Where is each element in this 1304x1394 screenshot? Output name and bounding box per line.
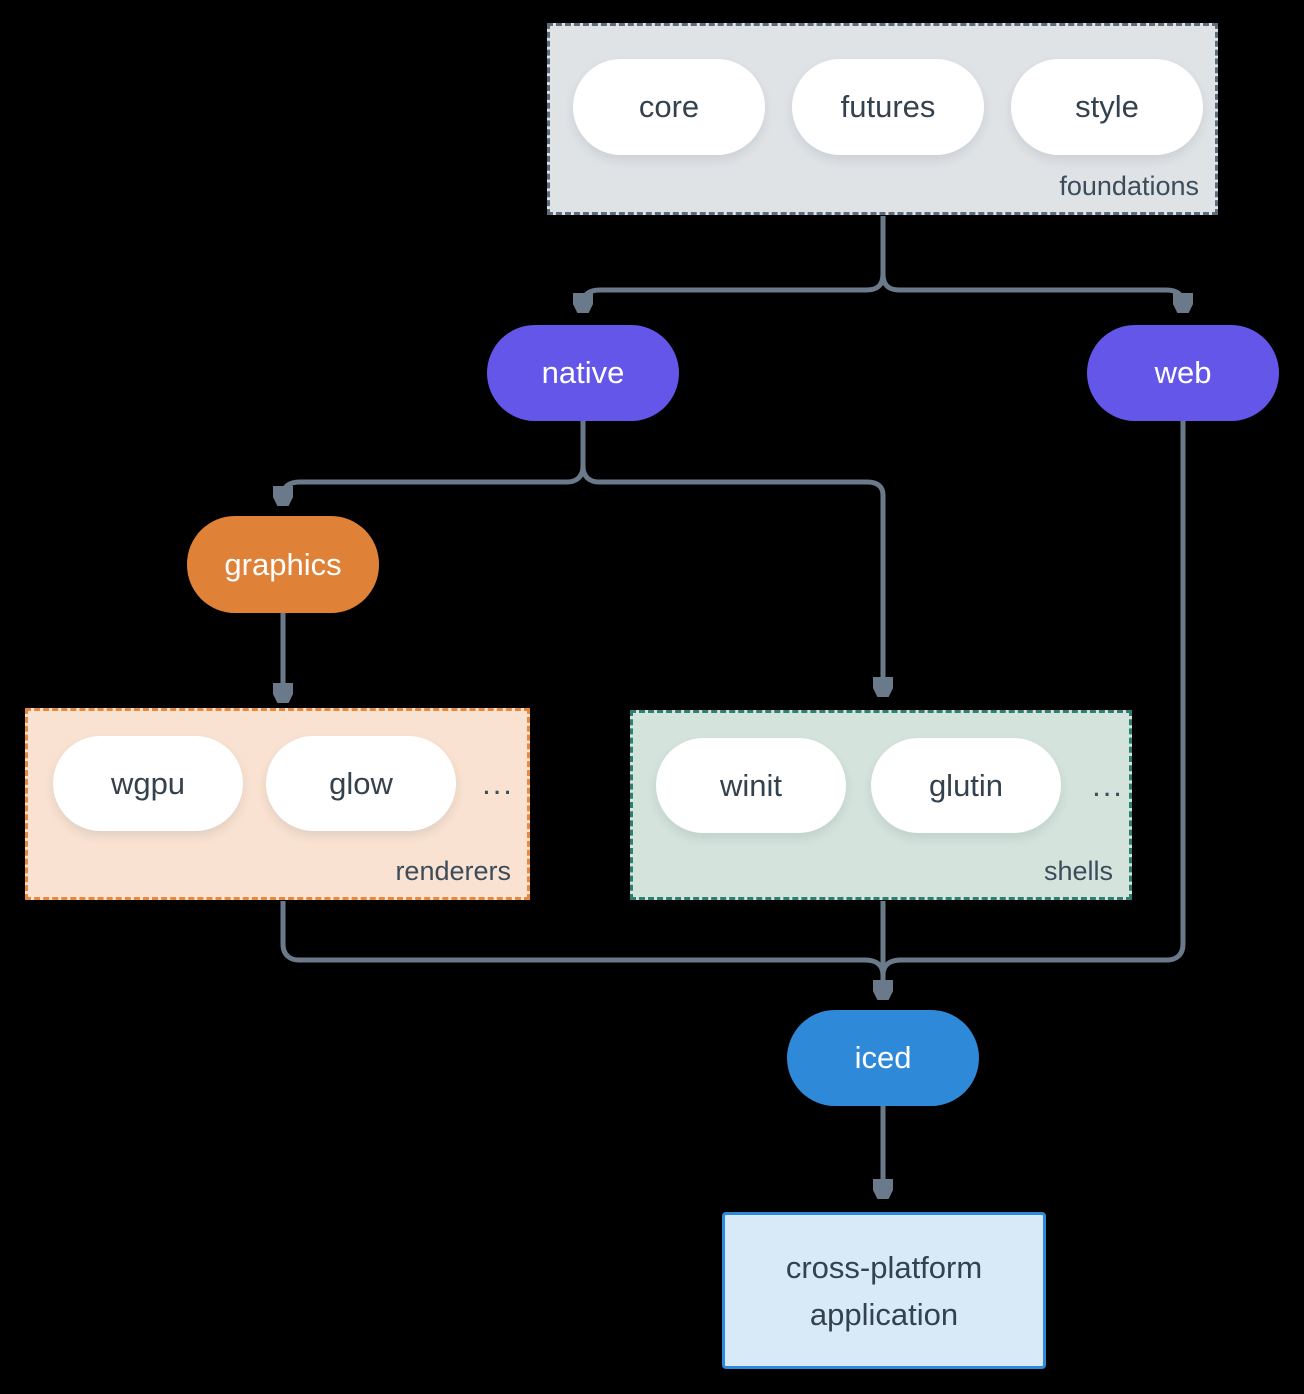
- edge-native-shells: [580, 420, 883, 694]
- group-shells: winit glutin ... shells: [630, 710, 1132, 900]
- node-graphics: graphics: [187, 516, 379, 613]
- node-glutin: glutin: [871, 738, 1061, 833]
- node-winit: winit: [656, 738, 846, 833]
- application-label-line1: cross-platform: [785, 1249, 983, 1285]
- node-wgpu: wgpu: [53, 736, 243, 831]
- group-label-shells: shells: [1043, 856, 1113, 886]
- group-foundations: core futures style foundations: [547, 23, 1218, 215]
- node-iced: iced: [787, 1010, 979, 1106]
- edge-renderers-merge: [280, 901, 886, 976]
- node-futures: futures: [792, 59, 984, 155]
- node-style: style: [1011, 59, 1203, 155]
- node-web: web: [1087, 325, 1279, 421]
- renderers-ellipsis: ...: [482, 766, 514, 801]
- application-label-line2: application: [809, 1296, 959, 1332]
- group-renderers: wgpu glow ... renderers: [25, 708, 530, 900]
- node-glow: glow: [266, 736, 456, 831]
- node-native: native: [487, 325, 679, 421]
- edge-foundations-native: [583, 273, 886, 310]
- edge-native-graphics: [283, 420, 586, 503]
- group-label-renderers: renderers: [395, 856, 511, 886]
- shells-ellipsis: ...: [1092, 768, 1124, 803]
- node-core: core: [573, 59, 765, 155]
- group-label-foundations: foundations: [1059, 171, 1199, 201]
- node-cross-platform-application: cross-platform application: [722, 1212, 1046, 1369]
- edge-foundations-web: [880, 273, 1183, 310]
